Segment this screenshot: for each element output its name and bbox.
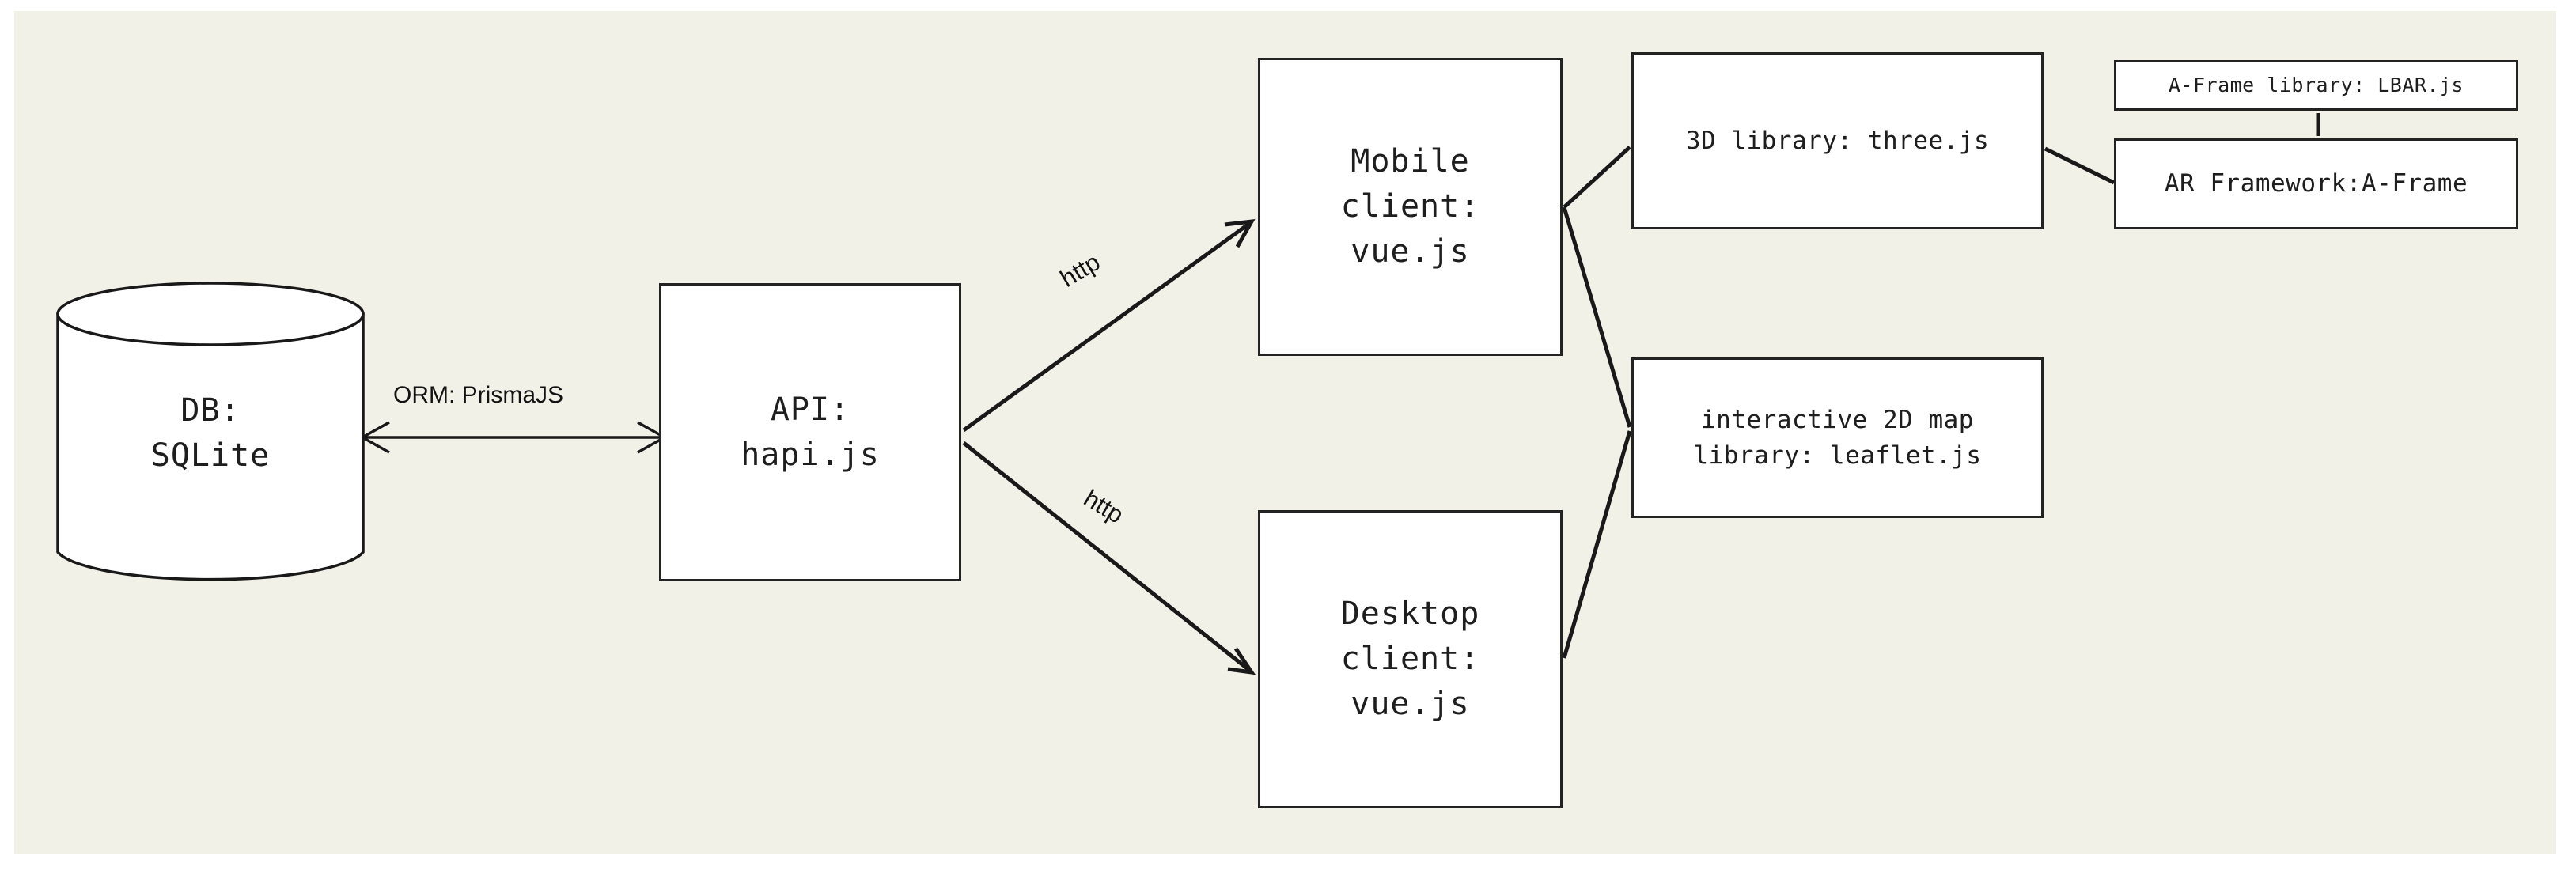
node-mobile-client[interactable]: Mobile client: vue.js: [1258, 58, 1563, 356]
edge-mobile-leaflet: [1562, 206, 1632, 428]
edge-db-api: [359, 421, 668, 454]
edge-label-orm: ORM: PrismaJS: [393, 382, 564, 408]
node-three-js[interactable]: 3D library: three.js: [1631, 52, 2044, 229]
node-db-label: DB: SQLite: [150, 392, 271, 474]
node-leaflet-js[interactable]: interactive 2D map library: leaflet.js: [1631, 357, 2044, 518]
node-desktop-client[interactable]: Desktop client: vue.js: [1258, 510, 1563, 808]
edge-three-arframework: [2044, 146, 2116, 185]
node-api[interactable]: API: hapi.js: [659, 283, 961, 581]
node-aframe-library[interactable]: A-Frame library: LBAR.js: [2114, 60, 2518, 111]
edge-mobile-three: [1563, 146, 1631, 209]
edge-desktop-leaflet: [1562, 430, 1632, 659]
edge-api-mobile: [962, 218, 1256, 433]
node-db[interactable]: DB: SQLite: [55, 281, 366, 585]
edge-api-desktop: [962, 441, 1256, 675]
node-ar-framework[interactable]: AR Framework:A-Frame: [2114, 138, 2518, 229]
cylinder-icon: [56, 282, 365, 581]
